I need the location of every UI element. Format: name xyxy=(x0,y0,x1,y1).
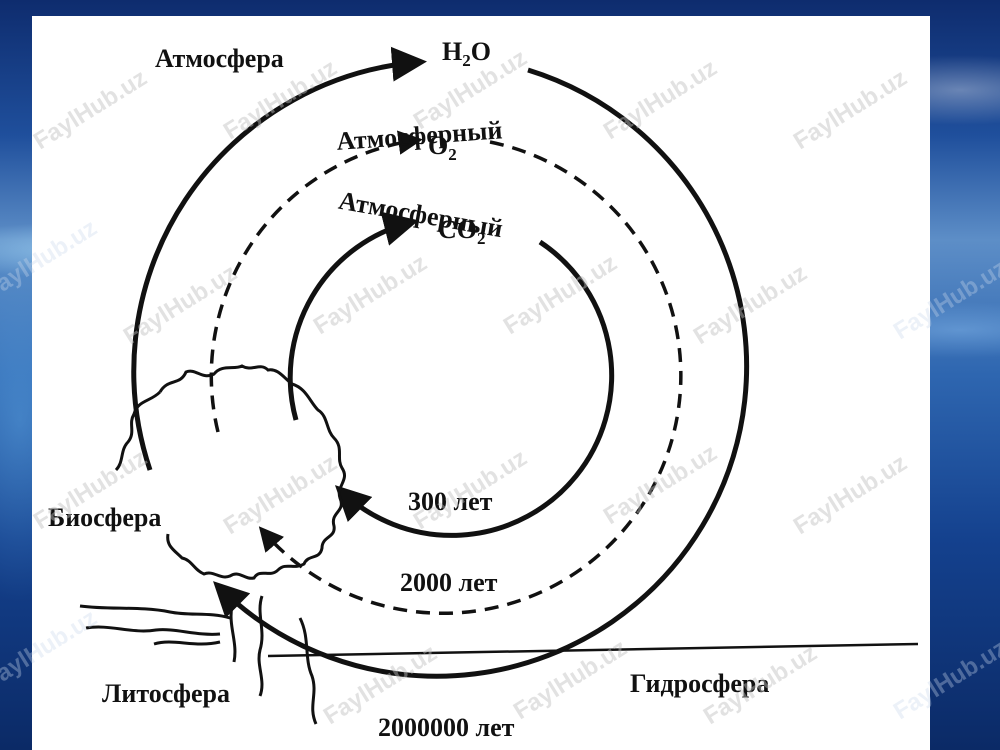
label-2000000-years: 2000000 лет xyxy=(378,713,515,742)
watermark: FaylHub.uz xyxy=(599,54,722,145)
watermark: FaylHub.uz xyxy=(219,449,342,540)
watermark: FaylHub.uz xyxy=(119,259,242,350)
watermark: FaylHub.uz xyxy=(599,439,722,530)
label-water: H2O xyxy=(442,37,491,70)
hydrosphere-surface-line xyxy=(267,642,919,658)
co2-cycle-arc-right xyxy=(334,239,615,538)
watermark: FaylHub.uz xyxy=(889,634,1000,725)
water-cycle-arc-right xyxy=(213,67,750,679)
watermark: FaylHub.uz xyxy=(29,64,152,155)
watermark: FaylHub.uz xyxy=(0,214,102,305)
diagram-panel xyxy=(32,16,930,750)
label-hydrosphere: Гидросфера xyxy=(630,669,769,698)
watermark: FaylHub.uz xyxy=(789,64,912,155)
biosphere-tree-left-edge xyxy=(114,390,162,472)
watermark: FaylHub.uz xyxy=(309,249,432,340)
label-co2: CO2 xyxy=(438,215,486,248)
watermark: FaylHub.uz xyxy=(0,604,102,695)
label-lithosphere: Литосфера xyxy=(102,679,230,708)
label-biosphere: Биосфера xyxy=(48,503,161,532)
oxygen-cycle-arc-right xyxy=(258,140,683,616)
water-cycle-arc xyxy=(131,46,427,471)
label-o2: O2 xyxy=(428,131,457,164)
label-2000-years: 2000 лет xyxy=(400,568,498,597)
watermark-group: FaylHub.uz FaylHub.uz FaylHub.uz FaylHub… xyxy=(0,44,1000,730)
lithosphere-roots xyxy=(79,595,318,725)
watermark: FaylHub.uz xyxy=(789,449,912,540)
label-atmosphere: Атмосфера xyxy=(155,44,284,73)
biosphere-tree-shape xyxy=(158,364,346,580)
label-300-years: 300 лет xyxy=(408,487,493,516)
watermark: FaylHub.uz xyxy=(889,254,1000,345)
watermark: FaylHub.uz xyxy=(689,259,812,350)
